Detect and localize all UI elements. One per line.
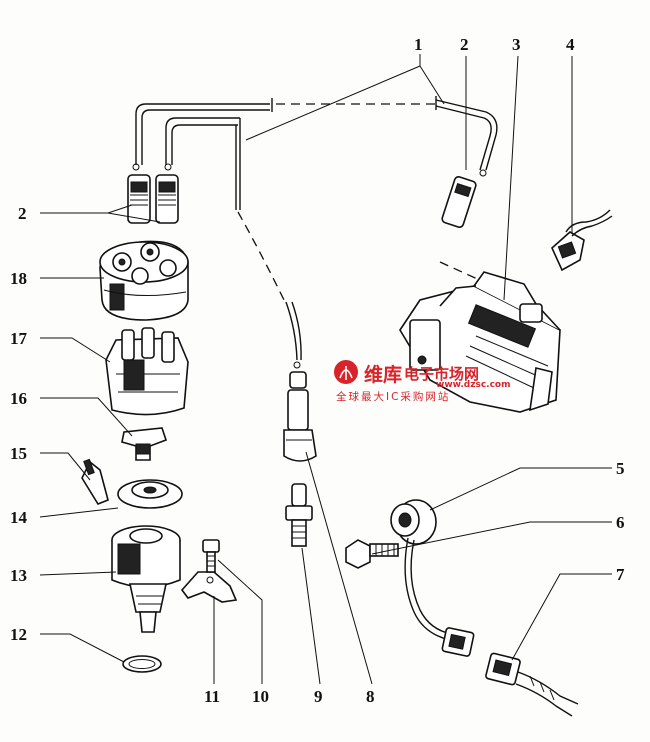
spark-plug-connectors	[127, 174, 477, 228]
ignition-leads	[132, 96, 498, 369]
callout-14: 14	[10, 508, 28, 527]
spark-plug	[285, 483, 313, 547]
distributor-body	[111, 525, 181, 633]
callout-18: 18	[10, 269, 27, 288]
watermark: 维库 电子市场网 www.dzsc.com 全球最大IC采购网站	[334, 360, 510, 403]
spring-clip	[81, 458, 109, 505]
dust-cover	[117, 479, 183, 509]
distributor-cap	[99, 240, 189, 321]
callout-11: 11	[204, 687, 220, 706]
callout-2-top: 2	[460, 35, 469, 54]
callout-4: 4	[566, 35, 575, 54]
o-ring	[122, 655, 162, 673]
callout-2-left: 2	[18, 204, 27, 223]
knock-sensor	[390, 499, 453, 641]
callout-7: 7	[616, 565, 625, 584]
clamp-plate	[180, 571, 238, 603]
watermark-url: www.dzsc.com	[436, 380, 510, 390]
ignition-coil	[399, 261, 561, 413]
spark-plug-cap	[283, 371, 317, 462]
callout-5: 5	[616, 459, 625, 478]
watermark-line2: 全球最大IC采购网站	[336, 390, 450, 403]
callout-16: 16	[10, 389, 27, 408]
callout-1: 1	[414, 35, 423, 54]
clamp-bolt	[202, 539, 220, 573]
callout-9: 9	[314, 687, 323, 706]
wiring-connector	[441, 627, 579, 717]
callout-8: 8	[366, 687, 375, 706]
watermark-brand: 维库	[364, 363, 402, 386]
callout-3: 3	[512, 35, 521, 54]
callout-numbers: 2 18 17 16 15 14 13 12 1 2 3 4 5 6 7 11 …	[10, 35, 625, 706]
leader-lines	[39, 54, 612, 685]
callout-10: 10	[252, 687, 269, 706]
coil-connector	[551, 209, 613, 272]
callout-6: 6	[616, 513, 625, 532]
callout-15: 15	[10, 444, 27, 463]
watermark-line1: 电子市场网	[404, 365, 479, 383]
callout-12: 12	[10, 625, 27, 644]
rotor-arm	[121, 427, 168, 461]
callout-17: 17	[10, 329, 28, 348]
callout-13: 13	[10, 566, 27, 585]
distributor-shield	[105, 327, 189, 416]
